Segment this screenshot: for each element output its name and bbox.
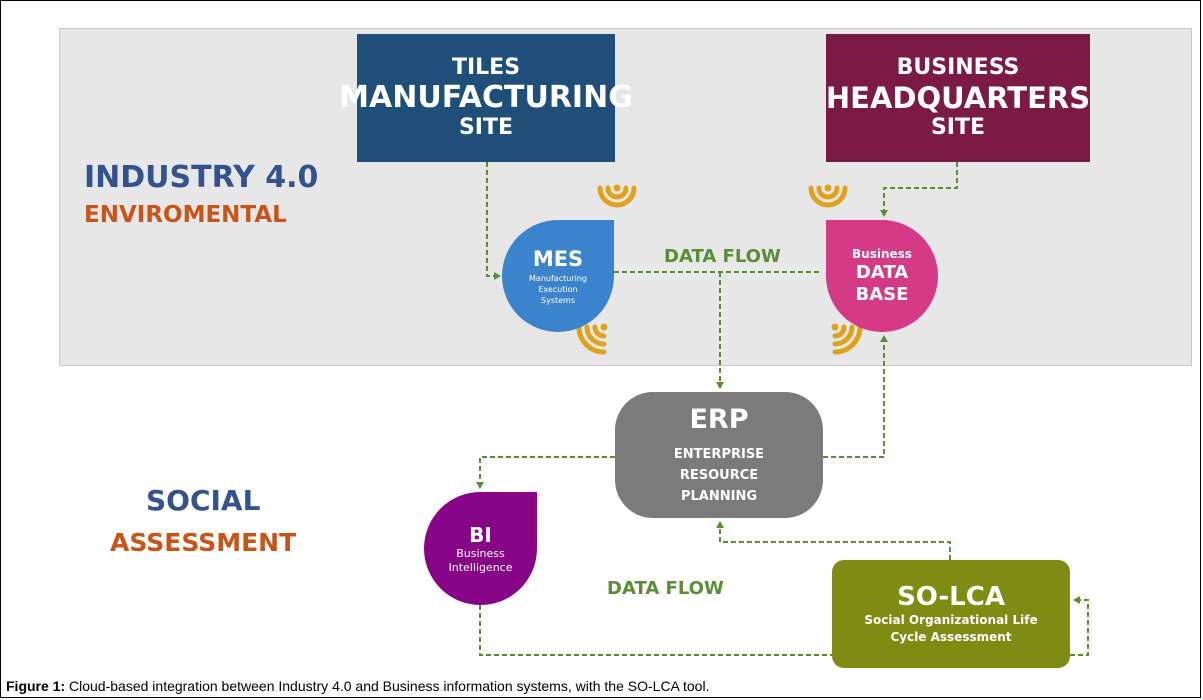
mes-subtitle: Manufacturing Execution Systems xyxy=(529,273,587,305)
environmental-label: ENVIROMENTAL xyxy=(84,202,287,228)
hq-label-line1: BUSINESS xyxy=(896,55,1020,80)
database-label-line3: BASE xyxy=(855,284,909,305)
caption-text: Cloud-based integration between Industry… xyxy=(69,678,710,694)
erp-title: ERP xyxy=(689,403,749,435)
database-label-line1: Business xyxy=(852,247,912,261)
social-label: SOCIAL xyxy=(146,484,261,517)
wireless-signal-icon xyxy=(576,323,608,355)
erp-to-database-arrow xyxy=(823,335,888,458)
hq-label-line3: SITE xyxy=(930,115,986,140)
data-flow-label-top: DATA FLOW xyxy=(664,246,781,267)
bi-title: BI xyxy=(469,522,492,547)
connectors xyxy=(476,162,1089,656)
tiles-label-line3: SITE xyxy=(458,115,514,140)
solca-title: SO-LCA xyxy=(897,582,1005,612)
assessment-label: ASSESSMENT xyxy=(110,528,297,557)
wireless-signal-icon xyxy=(831,323,863,355)
diagram: TILES MANUFACTURING SITE BUSINESS HEADQU… xyxy=(2,2,1199,674)
data-flow-label-bottom: DATA FLOW xyxy=(607,578,724,599)
so-lca-block: SO-LCA Social Organizational Life Cycle … xyxy=(832,560,1070,668)
bi-block: BI Business Intelligence xyxy=(424,492,537,605)
mes-title: MES xyxy=(532,246,584,271)
tiles-label-line2: MANUFACTURING xyxy=(339,80,633,115)
hq-to-database-arrow xyxy=(880,162,958,217)
mes-block: MES Manufacturing Execution Systems xyxy=(502,220,614,332)
business-database-block: Business DATA BASE xyxy=(826,220,938,332)
wireless-signal-icon xyxy=(808,184,848,208)
erp-to-bi-arrow xyxy=(476,456,615,489)
hq-label-line2: HEADQUARTERS xyxy=(825,81,1091,115)
tiles-label-line1: TILES xyxy=(451,55,521,80)
database-label-line2: DATA xyxy=(855,262,909,283)
figure-caption: Figure 1: Cloud-based integration betwee… xyxy=(6,678,709,694)
caption-label: Figure 1: xyxy=(6,678,66,694)
erp-subtitle: ENTERPRISE RESOURCE PLANNING xyxy=(673,446,765,504)
erp-block: ERP ENTERPRISE RESOURCE PLANNING xyxy=(615,392,823,518)
tiles-to-mes-arrow xyxy=(486,162,501,280)
tiles-manufacturing-site-block: TILES MANUFACTURING SITE xyxy=(339,34,633,162)
solca-to-erp-arrow xyxy=(716,521,951,560)
business-headquarters-site-block: BUSINESS HEADQUARTERS SITE xyxy=(826,34,1090,162)
bi-to-solca-arrow xyxy=(479,596,1089,656)
industry-label: INDUSTRY 4.0 xyxy=(84,160,319,195)
wireless-signal-icon xyxy=(597,184,637,208)
solca-subtitle: Social Organizational Life Cycle Assessm… xyxy=(864,613,1038,644)
bi-subtitle: Business Intelligence xyxy=(448,546,513,574)
